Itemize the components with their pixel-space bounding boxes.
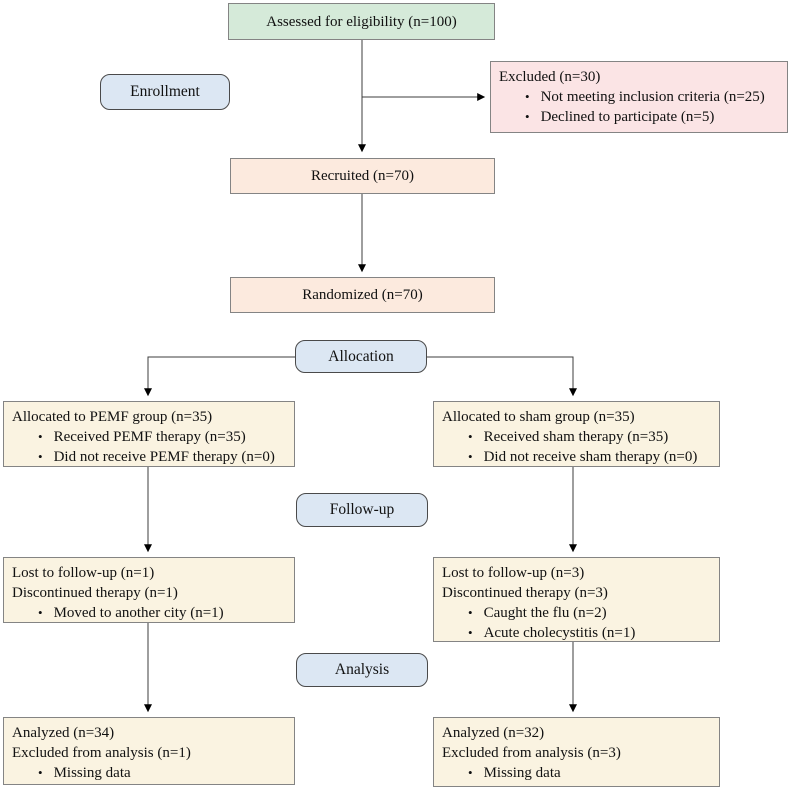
stage-label-enrollment: Enrollment: [100, 74, 230, 110]
analysis-right-box: Analyzed (n=32) Excluded from analysis (…: [433, 717, 720, 787]
analysis-right-bullet-1-text: Missing data: [483, 765, 561, 781]
followup-right-bullet-2-text: Acute cholecystitis (n=1): [483, 625, 636, 641]
analysis-left-box: Analyzed (n=34) Excluded from analysis (…: [3, 717, 295, 785]
bullet-icon: •: [38, 765, 43, 780]
randomized-text: Randomized (n=70): [302, 287, 423, 303]
followup-right-bullet-1-text: Caught the flu (n=2): [483, 605, 607, 621]
bullet-icon: •: [38, 605, 43, 620]
stage-label-followup-text: Follow-up: [329, 501, 395, 518]
allocated-pemf-bullet-1: • Received PEMF therapy (n=35): [12, 427, 286, 447]
allocated-sham-bullet-2-text: Did not receive sham therapy (n=0): [483, 449, 698, 465]
excluded-bullet-2: • Declined to participate (n=5): [499, 107, 779, 127]
followup-right-bullet-2: • Acute cholecystitis (n=1): [442, 623, 711, 643]
analysis-left-line-1: Analyzed (n=34): [12, 725, 115, 741]
stage-label-followup: Follow-up: [296, 493, 428, 527]
bullet-icon: •: [525, 89, 530, 104]
excluded-title: Excluded (n=30): [499, 69, 601, 85]
followup-left-line-2: Discontinued therapy (n=1): [12, 585, 178, 601]
allocated-pemf-title: Allocated to PEMF group (n=35): [12, 409, 213, 425]
bullet-icon: •: [468, 765, 473, 780]
analysis-right-line-2: Excluded from analysis (n=3): [442, 745, 621, 761]
stage-label-enrollment-text: Enrollment: [130, 83, 200, 100]
analysis-left-bullet-1-text: Missing data: [53, 765, 131, 781]
allocated-sham-box: Allocated to sham group (n=35) • Receive…: [433, 401, 720, 467]
bullet-icon: •: [38, 429, 43, 444]
bullet-icon: •: [468, 625, 473, 640]
randomized-box: Randomized (n=70): [230, 277, 495, 313]
stage-label-analysis: Analysis: [296, 653, 428, 687]
allocated-sham-bullet-1-text: Received sham therapy (n=35): [483, 429, 669, 445]
allocated-sham-title: Allocated to sham group (n=35): [442, 409, 635, 425]
bullet-icon: •: [468, 429, 473, 444]
allocated-pemf-box: Allocated to PEMF group (n=35) • Receive…: [3, 401, 295, 467]
stage-label-allocation: Allocation: [295, 340, 427, 373]
followup-left-line-1: Lost to follow-up (n=1): [12, 565, 155, 581]
assessed-eligibility-box: Assessed for eligibility (n=100): [228, 3, 495, 40]
recruited-box: Recruited (n=70): [230, 158, 495, 194]
excluded-bullet-1: • Not meeting inclusion criteria (n=25): [499, 87, 779, 107]
followup-right-line-1: Lost to follow-up (n=3): [442, 565, 585, 581]
allocated-sham-bullet-2: • Did not receive sham therapy (n=0): [442, 447, 711, 467]
excluded-bullet-2-text: Declined to participate (n=5): [540, 109, 715, 125]
followup-left-bullet-1-text: Moved to another city (n=1): [53, 605, 224, 621]
bullet-icon: •: [468, 605, 473, 620]
bullet-icon: •: [38, 449, 43, 464]
allocated-pemf-bullet-2-text: Did not receive PEMF therapy (n=0): [53, 449, 275, 465]
stage-label-analysis-text: Analysis: [334, 661, 390, 678]
arrow-allocation-to-left-group: [144, 356, 295, 397]
excluded-bullet-1-text: Not meeting inclusion criteria (n=25): [540, 89, 765, 105]
bullet-icon: •: [468, 449, 473, 464]
followup-right-box: Lost to follow-up (n=3) Discontinued the…: [433, 557, 720, 642]
bullet-icon: •: [525, 109, 530, 124]
analysis-right-bullet-1: • Missing data: [442, 763, 711, 783]
analysis-left-bullet-1: • Missing data: [12, 763, 286, 783]
allocated-sham-bullet-1: • Received sham therapy (n=35): [442, 427, 711, 447]
followup-right-bullet-1: • Caught the flu (n=2): [442, 603, 711, 623]
analysis-right-line-1: Analyzed (n=32): [442, 725, 545, 741]
stage-label-allocation-text: Allocation: [328, 347, 394, 365]
followup-right-line-2: Discontinued therapy (n=3): [442, 585, 608, 601]
arrow-allocation-to-right-group: [427, 356, 577, 397]
recruited-text: Recruited (n=70): [310, 168, 414, 184]
followup-left-box: Lost to follow-up (n=1) Discontinued the…: [3, 557, 295, 623]
followup-left-bullet-1: • Moved to another city (n=1): [12, 603, 286, 623]
allocated-pemf-bullet-2: • Did not receive PEMF therapy (n=0): [12, 447, 286, 467]
assessed-eligibility-text: Assessed for eligibility (n=100): [266, 13, 457, 30]
analysis-left-line-2: Excluded from analysis (n=1): [12, 745, 191, 761]
excluded-box: Excluded (n=30) • Not meeting inclusion …: [490, 61, 788, 133]
allocated-pemf-bullet-1-text: Received PEMF therapy (n=35): [53, 429, 246, 445]
